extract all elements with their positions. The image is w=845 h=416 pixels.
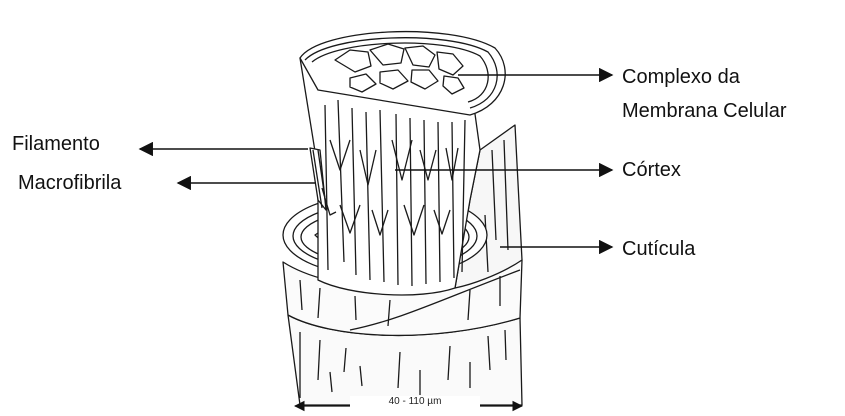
scale-label: 40 - 110 µm <box>350 396 480 407</box>
cortex-label: Córtex <box>622 157 681 183</box>
membrane-label-line1: Complexo da <box>622 64 740 90</box>
cuticle-label: Cutícula <box>622 236 695 262</box>
membrane-label-line2: Membrana Celular <box>622 98 787 124</box>
filament-label: Filamento <box>12 131 100 157</box>
macrofibril-label: Macrofibrila <box>18 170 121 196</box>
